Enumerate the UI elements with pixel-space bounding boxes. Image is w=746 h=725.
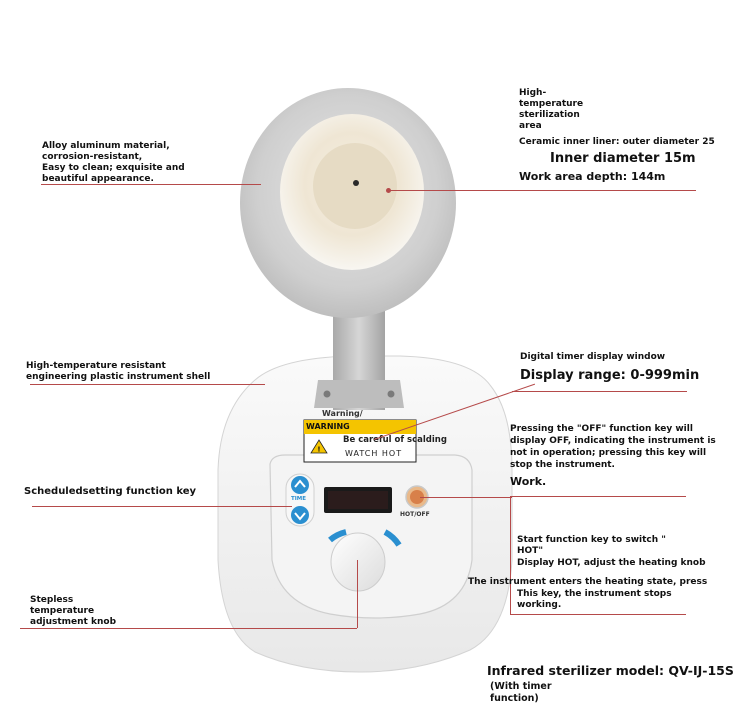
aluminum-dish <box>240 88 456 318</box>
label-shell: High-temperature resistant engineering p… <box>26 361 211 382</box>
warning-sticker: ! <box>303 419 417 463</box>
temperature-knob-graphic <box>328 529 402 592</box>
label-off-key: Pressing the "OFF" function key will dis… <box>510 424 716 470</box>
label-start-key: Start function key to switch " HOT" <box>517 535 666 556</box>
label-schedule-key: Scheduledsetting function key <box>24 486 197 497</box>
leader-area <box>388 190 696 191</box>
label-knob: Stepless temperature adjustment knob <box>30 595 117 627</box>
leader-knob <box>20 628 357 629</box>
time-button-group <box>285 473 315 527</box>
leader-shell <box>30 384 265 385</box>
label-with-timer: (With timer function) <box>490 681 552 704</box>
label-work: Work. <box>510 475 547 488</box>
warning-main-text: WARNING <box>306 422 350 431</box>
label-inner-diameter: Inner diameter 15m <box>550 151 696 166</box>
support-post <box>314 300 404 410</box>
label-work-depth: Work area depth: 144m <box>519 170 666 183</box>
label-sterilization-area: High- temperature sterilization area <box>519 88 584 131</box>
label-model: Infrared sterilizer model: QV-IJ-15S <box>487 663 734 678</box>
time-label: TIME <box>291 496 307 502</box>
label-timer-window: Digital timer display window <box>520 352 666 362</box>
leader-timer <box>512 391 687 392</box>
leader-dot-area <box>386 188 391 193</box>
label-ceramic-liner: Ceramic inner liner: outer diameter 25 <box>519 137 715 147</box>
label-display-range: Display range: 0-999min <box>520 368 700 383</box>
svg-text:!: ! <box>317 446 320 454</box>
label-heating-state: The instrument enters the heating state,… <box>468 577 708 587</box>
leader-work <box>510 496 686 497</box>
leader-hot <box>420 497 512 498</box>
leader-hot-vertical <box>510 497 511 615</box>
label-stop-working: This key, the instrument stops working. <box>517 589 672 610</box>
leader-alloy <box>41 184 261 185</box>
scalding-text: Be careful of scalding <box>343 435 447 445</box>
label-display-hot: Display HOT, adjust the heating knob <box>517 558 706 568</box>
leader-stop <box>510 614 686 615</box>
label-alloy: Alloy aluminum material, corrosion-resis… <box>42 141 185 184</box>
hot-off-label: HOT/OFF <box>400 511 430 518</box>
warning-top-text: Warning/ <box>322 409 363 418</box>
watch-hot-text: WATCH HOT <box>345 449 403 458</box>
leader-knob-vertical <box>357 560 358 628</box>
instrument-body <box>217 355 513 673</box>
leader-schedule <box>32 506 292 507</box>
